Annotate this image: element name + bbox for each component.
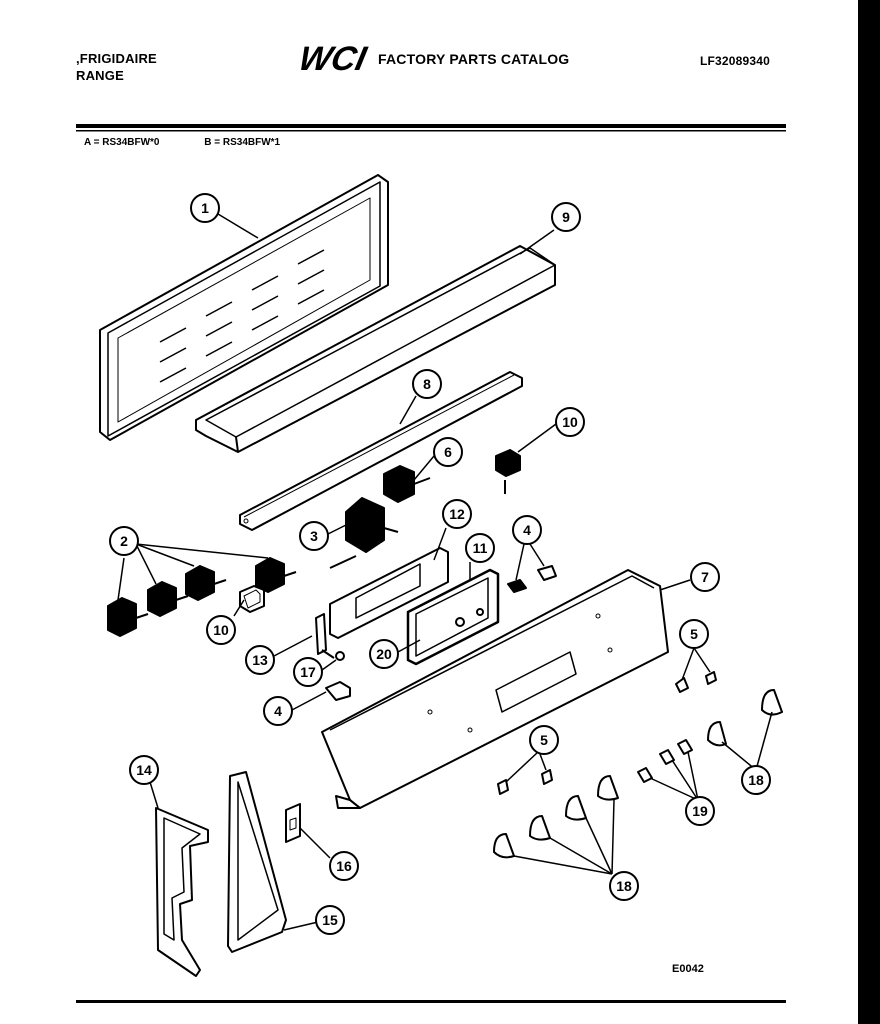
svg-text:12: 12: [449, 506, 465, 522]
part-19-shafts: [637, 739, 693, 783]
callout-9: 9: [551, 202, 581, 232]
callout-16: 16: [329, 851, 359, 881]
wci-logo: WCI: [295, 40, 370, 78]
callout-5-center: 5: [529, 725, 559, 755]
part-9-trim-strip: [195, 245, 556, 453]
svg-text:18: 18: [616, 878, 632, 894]
part-2-switches: [107, 557, 297, 637]
brand-block: ,FRIGIDAIRE RANGE: [76, 50, 157, 84]
svg-text:14: 14: [136, 762, 152, 778]
callout-11: 11: [465, 533, 495, 563]
svg-text:19: 19: [692, 803, 708, 819]
callout-18-bottom: 18: [609, 871, 639, 901]
callout-20: 20: [369, 639, 399, 669]
svg-text:1: 1: [201, 200, 209, 216]
callout-18-right: 18: [741, 765, 771, 795]
svg-text:11: 11: [473, 540, 488, 556]
part-12-trim-plate: [329, 547, 449, 639]
callout-12: 12: [442, 499, 472, 529]
model-a: A = RS34BFW*0: [84, 137, 160, 148]
callout-15: 15: [315, 905, 345, 935]
part-14-insulation: [155, 807, 209, 977]
callout-3: 3: [299, 521, 329, 551]
header-rule: [76, 124, 786, 128]
svg-text:7: 7: [701, 569, 709, 585]
callout-8: 8: [412, 369, 442, 399]
leader-lines: [117, 213, 773, 931]
part-1-glass-panel: [99, 174, 389, 441]
callout-4-upper: 4: [512, 515, 542, 545]
svg-text:10: 10: [213, 622, 229, 638]
part-13-bracket: [315, 613, 335, 659]
part-18-knobs-bottom: [493, 775, 619, 859]
model-b: B = RS34BFW*1: [204, 137, 281, 148]
callout-14: 14: [129, 755, 159, 785]
svg-text:5: 5: [690, 626, 698, 642]
part-5-clips-center: [497, 769, 553, 795]
part-15-panel-back: [227, 771, 287, 953]
svg-text:17: 17: [300, 664, 316, 680]
callout-1: 1: [190, 193, 220, 223]
diagram-code: E0042: [672, 963, 704, 975]
callout-10-lower: 10: [206, 615, 236, 645]
callout-7: 7: [690, 562, 720, 592]
svg-text:3: 3: [310, 528, 318, 544]
catalog-title: FACTORY PARTS CATALOG: [378, 51, 570, 67]
svg-text:5: 5: [540, 732, 548, 748]
svg-text:4: 4: [274, 703, 282, 719]
svg-text:18: 18: [748, 772, 764, 788]
svg-text:20: 20: [376, 646, 392, 662]
part-16-plate: [285, 803, 301, 843]
svg-text:13: 13: [252, 652, 268, 668]
part-10-clip-upper: [495, 449, 521, 494]
part-6-switch: [383, 465, 431, 503]
svg-text:4: 4: [523, 522, 531, 538]
part-10-bracket-lower: [239, 585, 265, 613]
svg-text:15: 15: [322, 912, 338, 928]
svg-text:WCI: WCI: [295, 40, 370, 78]
model-legend: A = RS34BFW*0 B = RS34BFW*1: [84, 137, 322, 148]
catalog-number: LF32089340: [700, 54, 771, 68]
part-4-clips-upper: [507, 565, 557, 593]
part-18-knobs-right: [707, 689, 783, 747]
callout-17: 17: [293, 657, 323, 687]
part-8-light-tube: [239, 371, 523, 531]
callout-2: 2: [109, 526, 139, 556]
part-17-screw: [335, 651, 345, 661]
svg-text:10: 10: [562, 414, 578, 430]
svg-text:2: 2: [120, 533, 128, 549]
callout-13: 13: [245, 645, 275, 675]
callout-19: 19: [685, 796, 715, 826]
part-3-switch-assembly: [329, 497, 399, 569]
svg-text:16: 16: [336, 858, 352, 874]
callouts: 1 2 3 4 4 5 5 6 7 8 9 10 10 11 12 13 14 …: [109, 193, 771, 935]
part-4-clip-lower: [325, 681, 351, 701]
part-5-clips-right: [675, 671, 717, 693]
svg-text:8: 8: [423, 376, 431, 392]
header-rule-thin: [76, 130, 786, 132]
svg-text:6: 6: [444, 444, 452, 460]
page-edge: [858, 0, 880, 1024]
callout-10-upper: 10: [555, 407, 585, 437]
brand-name: ,FRIGIDAIRE: [76, 51, 157, 66]
part-7-control-panel: [321, 569, 669, 809]
callout-6: 6: [433, 437, 463, 467]
product-type: RANGE: [76, 68, 124, 83]
callout-4-lower: 4: [263, 696, 293, 726]
callout-5-right: 5: [679, 619, 709, 649]
footer-rule: [76, 1000, 786, 1003]
svg-text:9: 9: [562, 209, 570, 225]
part-11-panel-insert: [406, 568, 500, 666]
